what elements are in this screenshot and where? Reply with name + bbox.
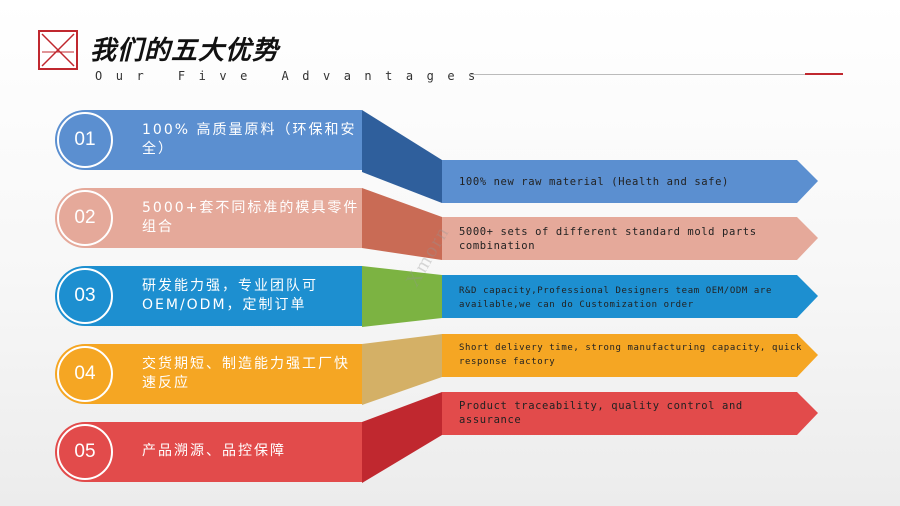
advantage-en-2: 5000+ sets of different standard mold pa… <box>459 226 757 252</box>
advantage-en-5: Product traceability, quality control an… <box>459 400 743 426</box>
arrow-5 <box>442 392 818 435</box>
advantage-en-3: R&D capacity,Professional Designers team… <box>459 286 772 310</box>
page-title: 我们的五大优势 <box>90 36 280 66</box>
logo-mark-icon <box>41 33 75 67</box>
advantage-cn-2: 5000+套不同标准的模具零件组合 <box>142 200 360 235</box>
number-badge-3: 03 <box>57 268 113 324</box>
connector-1 <box>362 110 442 203</box>
header-accent-bar <box>805 73 843 75</box>
connector-2 <box>362 188 442 260</box>
arrow-2 <box>442 217 818 260</box>
advantage-en-1: 100% new raw material (Health and safe) <box>459 176 729 188</box>
advantage-en-4: Short delivery time, strong manufacturin… <box>459 343 803 367</box>
header-divider <box>470 74 805 75</box>
advantage-cn-5: 产品溯源、品控保障 <box>142 443 286 459</box>
number-badge-4: 04 <box>57 346 113 402</box>
advantage-cn-3: 研发能力强，专业团队可OEM/ODM，定制订单 <box>142 278 318 313</box>
number-badge-1: 01 <box>57 112 113 168</box>
number-badge-5: 05 <box>57 424 113 480</box>
connector-5 <box>362 392 442 483</box>
page-subtitle: Our Five Advantages <box>95 69 489 83</box>
arrow-1 <box>442 160 818 203</box>
connector-4 <box>362 334 442 405</box>
number-badge-2: 02 <box>57 190 113 246</box>
advantage-cn-1: 100% 高质量原料（环保和安全） <box>142 122 357 157</box>
arrow-4 <box>442 334 818 377</box>
connector-3 <box>362 266 442 327</box>
brand-logo <box>38 30 78 70</box>
advantage-cn-4: 交货期短、制造能力强工厂快速反应 <box>142 356 350 391</box>
arrow-3 <box>442 275 818 318</box>
